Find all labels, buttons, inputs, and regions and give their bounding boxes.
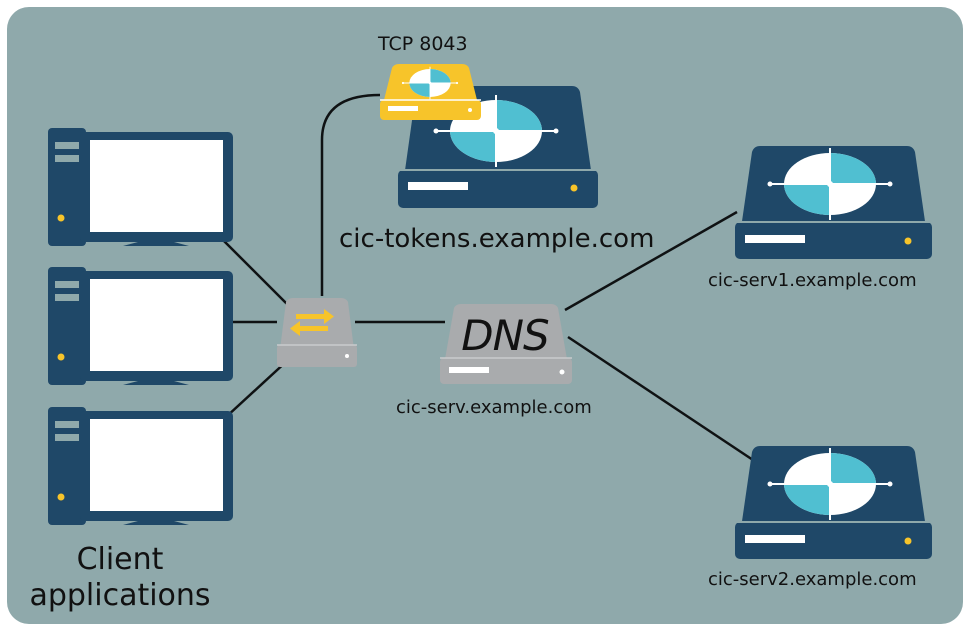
dns-device-icon [440,304,572,384]
link-dns-serv1 [564,210,738,312]
link-dns-serv2 [567,335,757,464]
server2-label: cic-serv2.example.com [708,569,917,590]
server1-label: cic-serv1.example.com [708,270,917,291]
client-computer-1-icon [48,128,233,246]
tokens-server-label: cic-tokens.example.com [339,224,655,254]
client-computer-3-icon [48,407,233,525]
port-label: TCP 8043 [378,33,468,55]
connection-lines [187,93,757,464]
client-computer-2-icon [48,267,233,385]
dns-label: DNS [461,311,549,360]
switch-icon [277,298,357,367]
server1-icon [735,146,932,259]
clients-label: Client applications [29,542,211,613]
server2-icon [735,446,932,559]
dns-hostname-label: cic-serv.example.com [396,397,592,418]
link-switch-tokens [320,93,381,296]
swap-arrows-icon [290,309,334,336]
token-device-icon [380,64,481,120]
